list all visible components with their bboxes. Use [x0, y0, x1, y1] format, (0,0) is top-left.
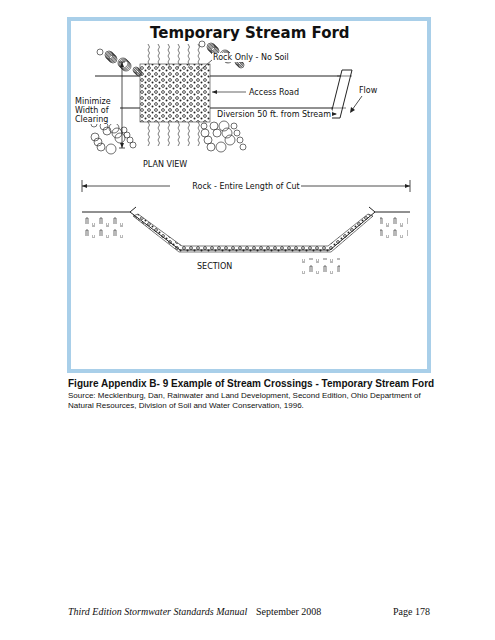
diversion-berm [330, 70, 352, 118]
rock-crossing [140, 64, 210, 122]
figure-caption: Figure Appendix B- 9 Example of Stream C… [68, 378, 434, 389]
view-label: PLAN VIEW [142, 160, 188, 169]
dimension-label: Rock - Entire Length of Cut [191, 182, 300, 191]
flow-arrow [352, 96, 362, 110]
part-label: Access Road [248, 88, 300, 97]
part-label: Rock Only - No Soil [212, 53, 290, 62]
leader-line [198, 60, 212, 72]
dimension-label: Minimize Width of Clearing [74, 97, 120, 124]
leader-line [212, 92, 246, 93]
soil-hatch [380, 216, 408, 238]
part-label: Flow [358, 86, 378, 95]
footer-text: Third Edition Stormwater Standards Manua… [68, 606, 247, 618]
rock-fill [133, 214, 373, 252]
view-label: SECTION [196, 262, 233, 271]
access-road [95, 76, 342, 108]
part-label: Diversion 50 ft. from Stream [216, 110, 332, 119]
figure-frame [69, 19, 429, 371]
soil-hatch [84, 216, 124, 238]
soil-hatch [300, 258, 340, 274]
source-note: Source: Mecklenburg, Dan, Rainwater and … [68, 391, 430, 411]
dimension-line [82, 180, 410, 192]
section-profile [82, 212, 410, 250]
footer-text: Page 178 [393, 606, 430, 618]
diagram-title: Temporary Stream Ford [150, 24, 350, 42]
footer-text: September 2008 [256, 606, 321, 618]
